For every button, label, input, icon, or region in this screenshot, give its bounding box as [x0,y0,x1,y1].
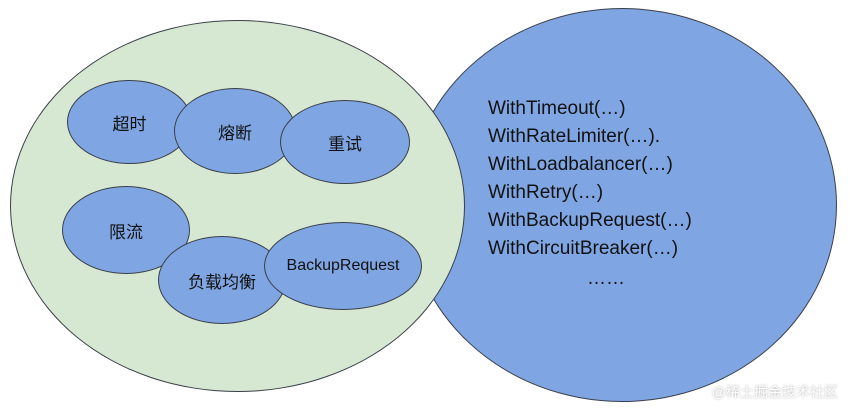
option-retry: WithRetry(…) [488,182,604,203]
option-ellipsis: …… [587,268,625,289]
bubble-circuit-breaker: 熔断 [174,88,296,174]
option-loadbalancer: WithLoadbalancer(…) [488,154,673,175]
option-circuit-breaker: WithCircuitBreaker(…) [488,238,679,259]
option-backup-request: WithBackupRequest(…) [488,210,692,231]
bubble-backup-request: BackupRequest [264,222,422,310]
option-timeout: WithTimeout(…) [488,98,626,119]
bubble-retry: 重试 [280,100,410,184]
bubble-backup-request-label: BackupRequest [286,257,400,274]
bubble-retry-label: 重试 [328,134,362,154]
bubble-timeout: 超时 [67,80,192,164]
option-rate-limiter: WithRateLimiter(…). [488,126,661,147]
bubble-circuit-breaker-label: 熔断 [218,123,252,143]
watermark: @稀土掘金技术社区 [711,384,838,400]
options-circle [407,8,837,402]
option-list: WithTimeout(…) WithRateLimiter(…). WithL… [488,95,692,263]
bubble-load-balance-label: 负载均衡 [188,272,256,292]
bubble-rate-limit-label: 限流 [109,222,143,242]
bubble-timeout-label: 超时 [112,114,147,134]
bubble-load-balance: 负载均衡 [158,236,286,324]
